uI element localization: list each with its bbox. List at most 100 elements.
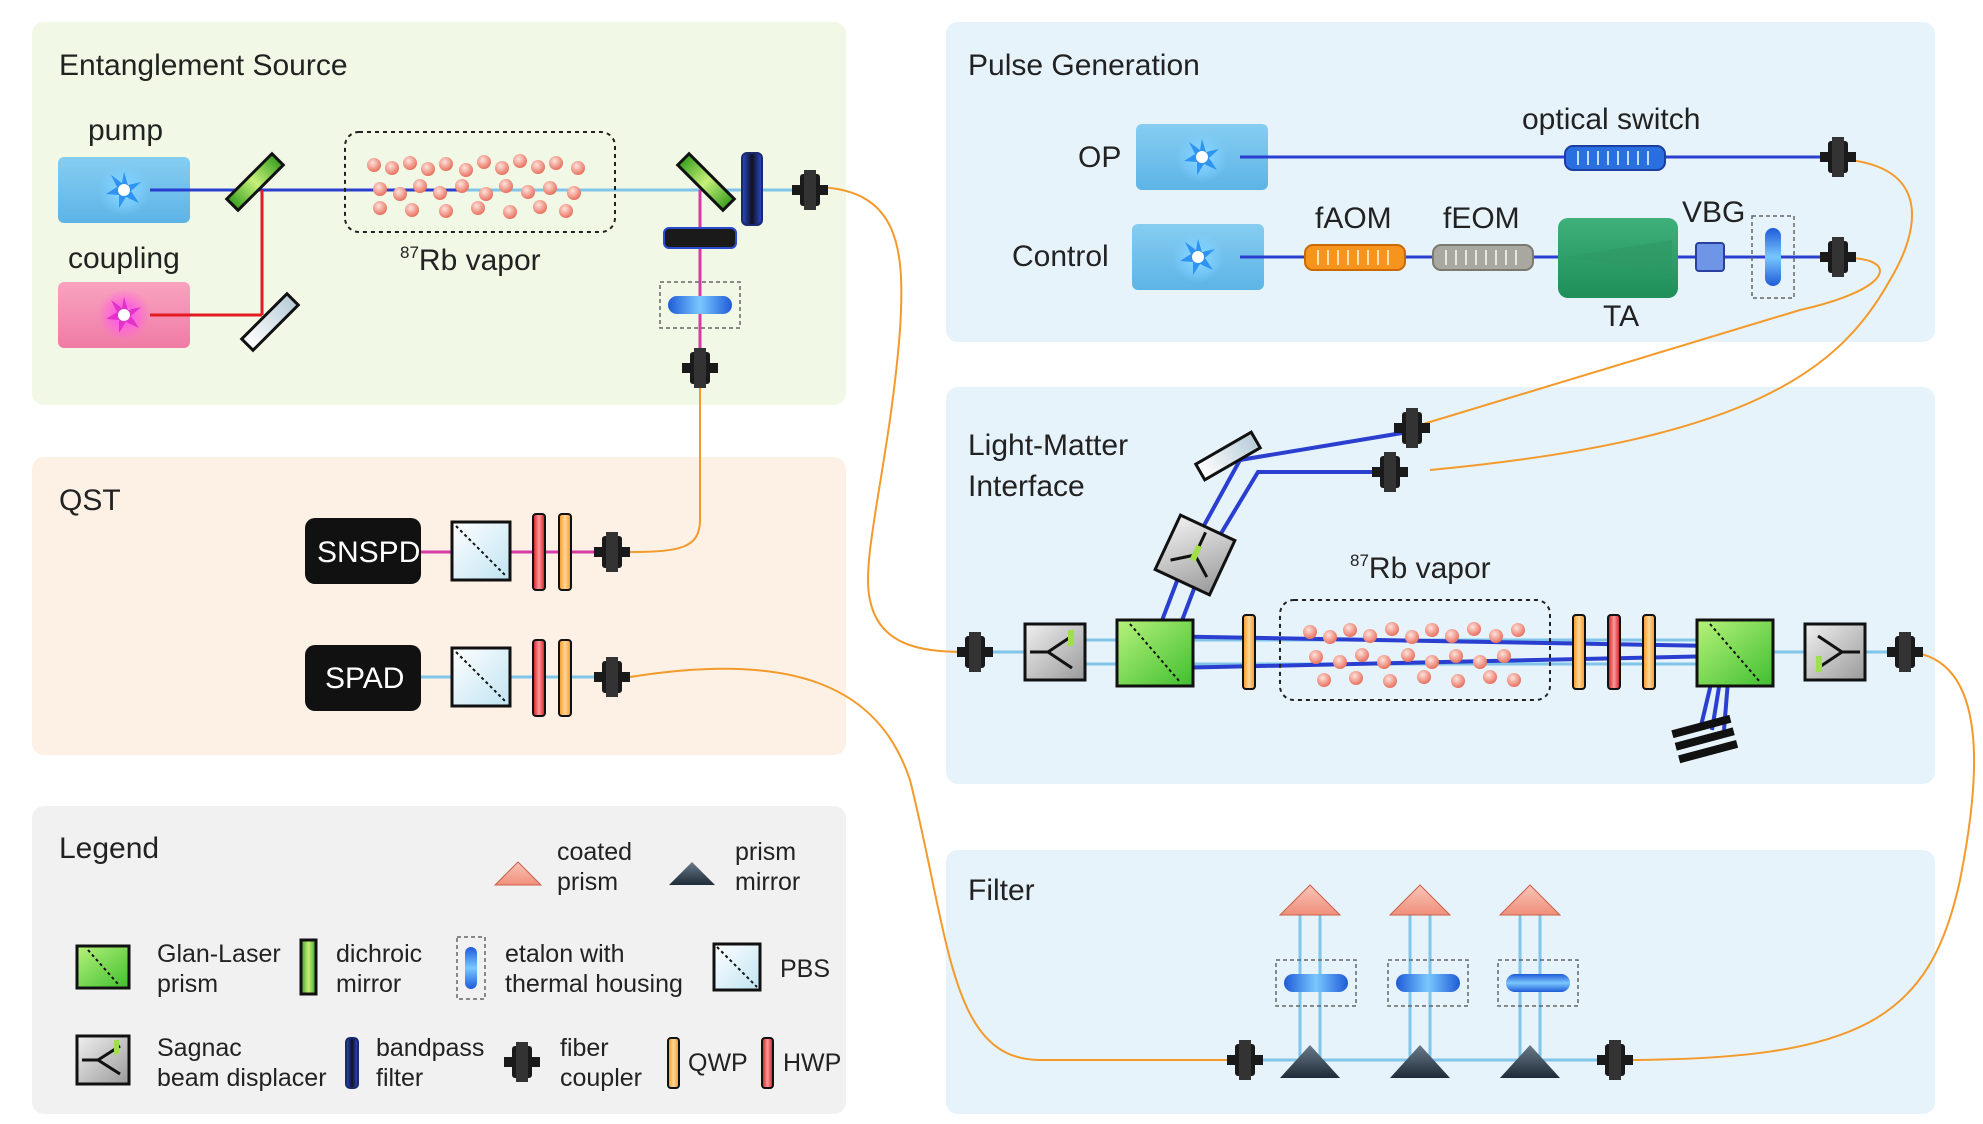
feom: [1432, 244, 1534, 271]
hwp: [532, 639, 546, 717]
beam-dump: [1671, 714, 1739, 764]
glan-laser-prism: [1115, 618, 1195, 688]
etalon: [1396, 974, 1460, 992]
faom: [1304, 244, 1406, 271]
qst-panel: [32, 457, 846, 755]
legend-fiber-coupler-label-1: fiber: [560, 1034, 609, 1062]
legend-etalon-housing-icon: [456, 936, 486, 1000]
legend-coated-prism-label-1: coated: [557, 838, 632, 866]
spad-detector: [305, 645, 421, 711]
prism-mirror: [1280, 1045, 1340, 1078]
etalon: [1284, 974, 1348, 992]
legend-panel: [32, 806, 846, 1114]
legend-prism-mirror-label-2: mirror: [735, 868, 800, 896]
optical-switch: [1564, 145, 1666, 171]
bandpass-filter: [741, 152, 763, 226]
title-filter: Filter: [968, 874, 1035, 907]
sagnac-beam-displacer: [1803, 622, 1867, 682]
snspd-detector: [305, 518, 421, 584]
rb-vapor-cell: [344, 131, 616, 233]
label-snspd: SNSPD: [317, 536, 420, 569]
legend-etalon-label-2: thermal housing: [505, 970, 683, 998]
entanglement-source-panel: [32, 22, 846, 405]
label-pump: pump: [88, 114, 163, 147]
label-faom: fAOM: [1315, 202, 1392, 235]
fibers: [629, 159, 1976, 1061]
legend-etalon-label-1: etalon with: [505, 940, 625, 968]
legend-qwp-label: QWP: [688, 1049, 748, 1077]
sagnac-beam-displacer: [1153, 513, 1237, 597]
legend-bandpass-icon: [345, 1037, 359, 1089]
title-legend: Legend: [59, 832, 159, 865]
sagnac-beam-displacer: [1023, 622, 1087, 682]
label-control: Control: [1012, 240, 1109, 273]
coated-prism: [1278, 884, 1342, 916]
title-entanglement-source: Entanglement Source: [59, 49, 348, 82]
qwp: [1642, 614, 1656, 690]
pbs: [450, 520, 512, 582]
legend-etalon-icon: [465, 947, 477, 989]
prism-mirror: [1390, 1045, 1450, 1078]
label-rb-vapor-top: 87Rb vapor: [400, 243, 541, 277]
legend-sagnac-icon: [75, 1034, 131, 1086]
legend-dichroic-label-2: mirror: [336, 970, 401, 998]
mirror: [239, 291, 301, 353]
label-vbg: VBG: [1682, 196, 1745, 229]
coated-prism: [1388, 884, 1452, 916]
label-op: OP: [1078, 141, 1121, 174]
laser-emission-icon: [1176, 131, 1228, 183]
coated-prism: [1498, 884, 1562, 916]
legend-qwp-icon: [667, 1037, 680, 1089]
title-light-matter-line2: Interface: [968, 470, 1085, 503]
hwp: [1607, 614, 1621, 690]
etalon-housing: [1751, 215, 1795, 299]
qwp: [1572, 614, 1586, 690]
title-pulse-generation: Pulse Generation: [968, 49, 1200, 82]
rb-vapor-cell: [1279, 599, 1551, 701]
dichroic-mirror: [224, 151, 286, 213]
legend-glan-laser-label-2: prism: [157, 970, 218, 998]
label-rb-vapor-lmi: 87Rb vapor: [1350, 551, 1491, 585]
legend-glan-laser-prism-icon: [75, 944, 131, 990]
legend-hwp-label: HWP: [783, 1049, 841, 1077]
etalon: [1765, 228, 1781, 286]
legend-pbs-label: PBS: [780, 955, 830, 983]
qwp: [558, 513, 572, 591]
legend-prism-mirror-icon: [669, 862, 715, 885]
qwp: [1242, 614, 1256, 690]
laser-emission-icon: [98, 289, 150, 341]
legend-pbs-icon: [712, 942, 762, 992]
glan-laser-prism: [1695, 618, 1775, 688]
prism-mirror: [1500, 1045, 1560, 1078]
label-spad: SPAD: [325, 662, 404, 695]
legend-sagnac-label-2: beam displacer: [157, 1064, 327, 1092]
vbg: [1695, 242, 1725, 272]
mirror: [1193, 430, 1263, 482]
hwp: [532, 513, 546, 591]
dichroic-mirror: [675, 151, 737, 213]
legend-coated-prism-label-2: prism: [557, 868, 618, 896]
qwp: [558, 639, 572, 717]
tapered-amplifier: [1558, 218, 1678, 298]
etalon: [1506, 974, 1570, 992]
label-feom: fEOM: [1443, 202, 1520, 235]
legend-fiber-coupler-label-2: coupler: [560, 1064, 642, 1092]
laser-emission-icon: [98, 164, 150, 216]
legend-coated-prism-icon: [493, 861, 543, 886]
label-ta: TA: [1603, 300, 1639, 333]
legend-bandpass-label-1: bandpass: [376, 1034, 484, 1062]
laser-emission-icon: [1172, 231, 1224, 283]
legend-hwp-icon: [761, 1037, 774, 1089]
legend-sagnac-label-1: Sagnac: [157, 1034, 242, 1062]
label-optical-switch: optical switch: [1522, 103, 1700, 136]
label-coupling: coupling: [68, 242, 180, 275]
title-qst: QST: [59, 484, 121, 517]
legend-dichroic-mirror-icon: [299, 938, 318, 996]
legend-dichroic-label-1: dichroic: [336, 940, 422, 968]
bandpass-filter: [663, 227, 737, 249]
etalon: [668, 296, 732, 314]
title-light-matter-line1: Light-Matter: [968, 429, 1128, 462]
legend-prism-mirror-label-1: prism: [735, 838, 796, 866]
pbs: [450, 646, 512, 708]
